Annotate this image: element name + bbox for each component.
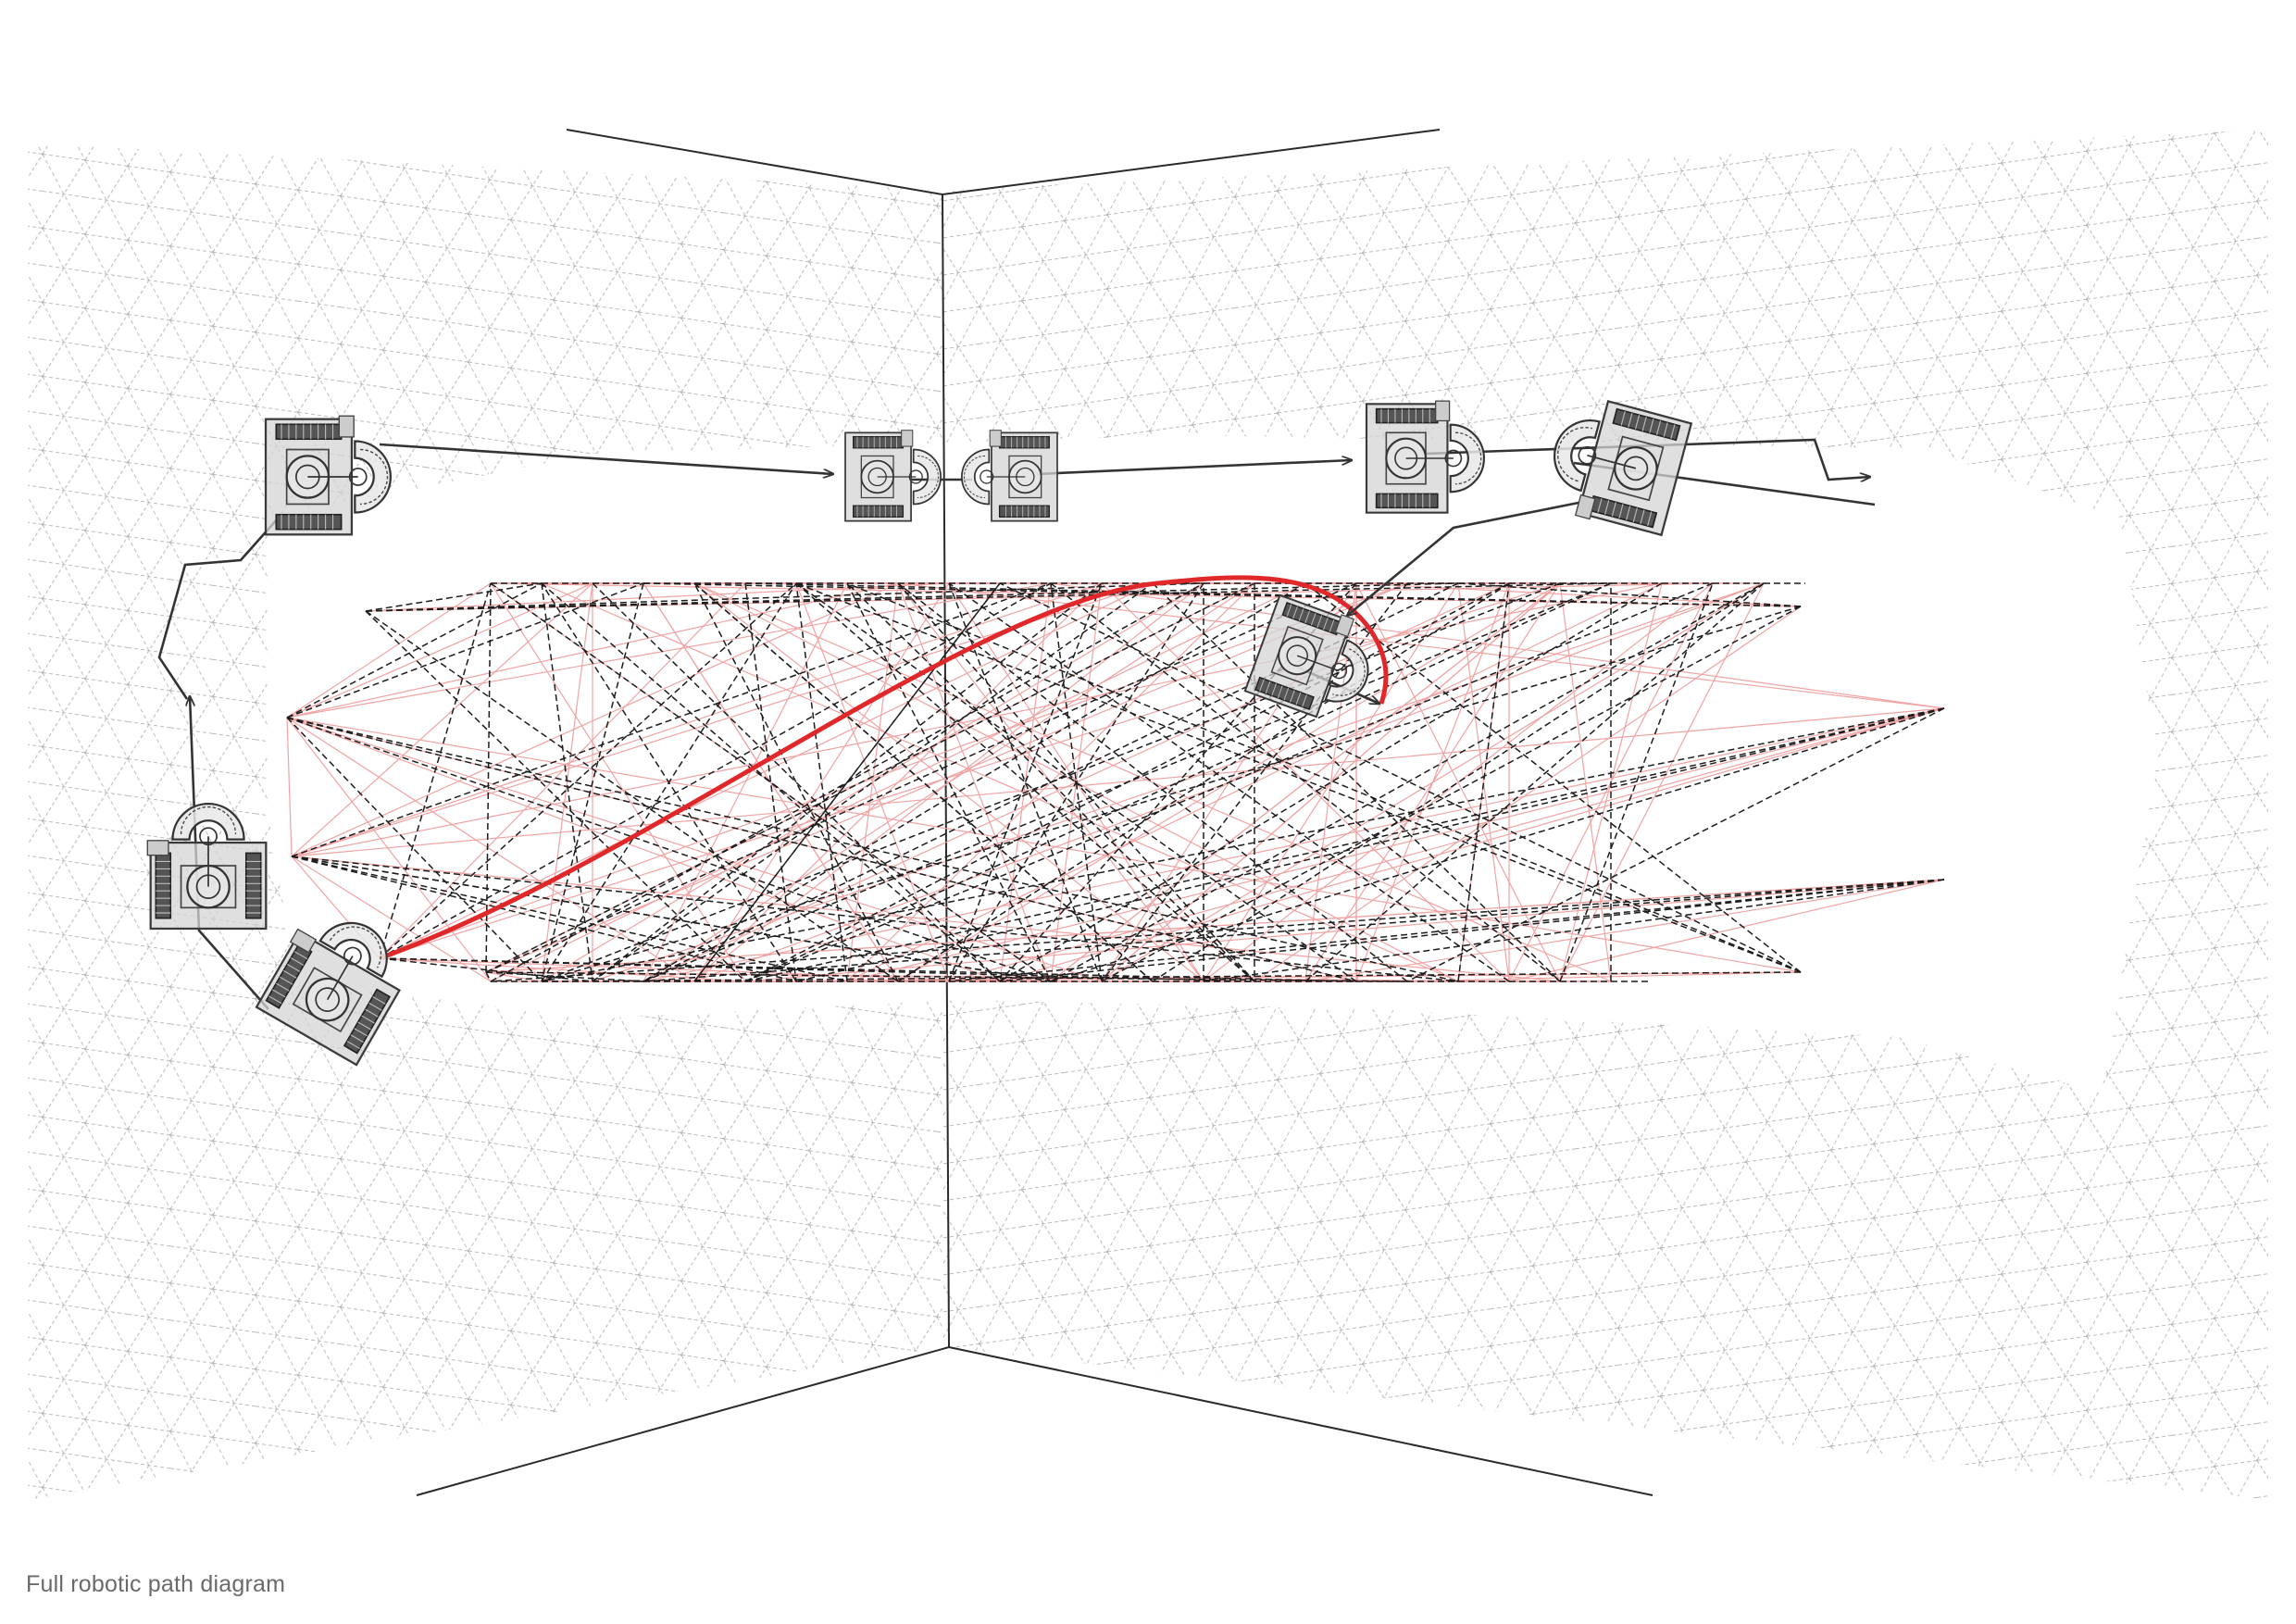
- path-segment-climb-to-top: [157, 518, 279, 700]
- room-corner-lines: [416, 129, 1653, 1496]
- ceiling-edge-right: [942, 129, 1441, 195]
- floor-edge-left: [416, 1346, 950, 1496]
- diagram-caption: Full robotic path diagram: [26, 1571, 286, 1597]
- work-area-clearing: [268, 435, 2157, 1093]
- ceiling-edge-left: [566, 129, 943, 195]
- robot-trajectory-red-curve: [379, 575, 1389, 961]
- vertical-corner-edge: [942, 194, 950, 1348]
- path-segment-top-to-corner: [379, 443, 833, 474]
- floor-edge-right: [948, 1346, 1653, 1496]
- path-segment-start-to-climb: [190, 696, 269, 1010]
- path-segment-corner-to-right: [1036, 460, 1352, 476]
- path-segment-to-weaving: [1347, 498, 1593, 616]
- dashed-black-fibre-web: [286, 582, 1945, 982]
